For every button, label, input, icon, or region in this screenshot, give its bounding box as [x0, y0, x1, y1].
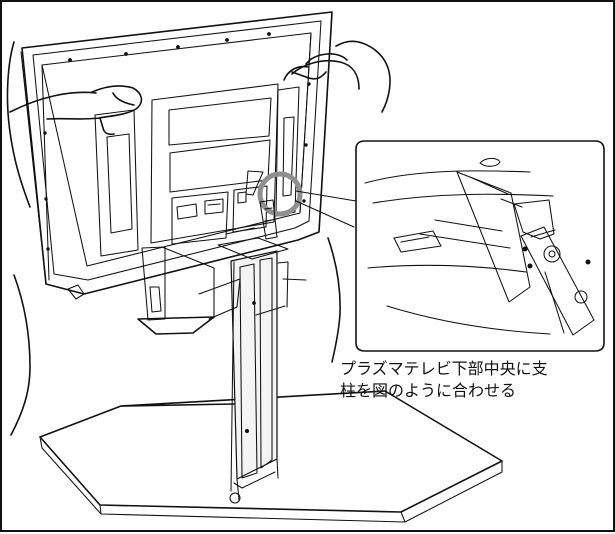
stand-pole	[217, 199, 289, 504]
tv-screw-holes	[43, 32, 311, 251]
installer-hands	[6, 40, 391, 436]
detail-inset	[355, 140, 605, 352]
caption-line-2: 柱を図のように合わせる	[340, 381, 517, 400]
detail-callout-marker	[257, 171, 363, 228]
stand-feet-brackets	[67, 246, 307, 335]
plasma-tv-back	[20, 11, 333, 295]
caption-line-1: プラズマテレビ下部中央に支	[340, 359, 548, 378]
instruction-caption: プラズマテレビ下部中央に支 柱を図のように合わせる	[340, 358, 612, 402]
